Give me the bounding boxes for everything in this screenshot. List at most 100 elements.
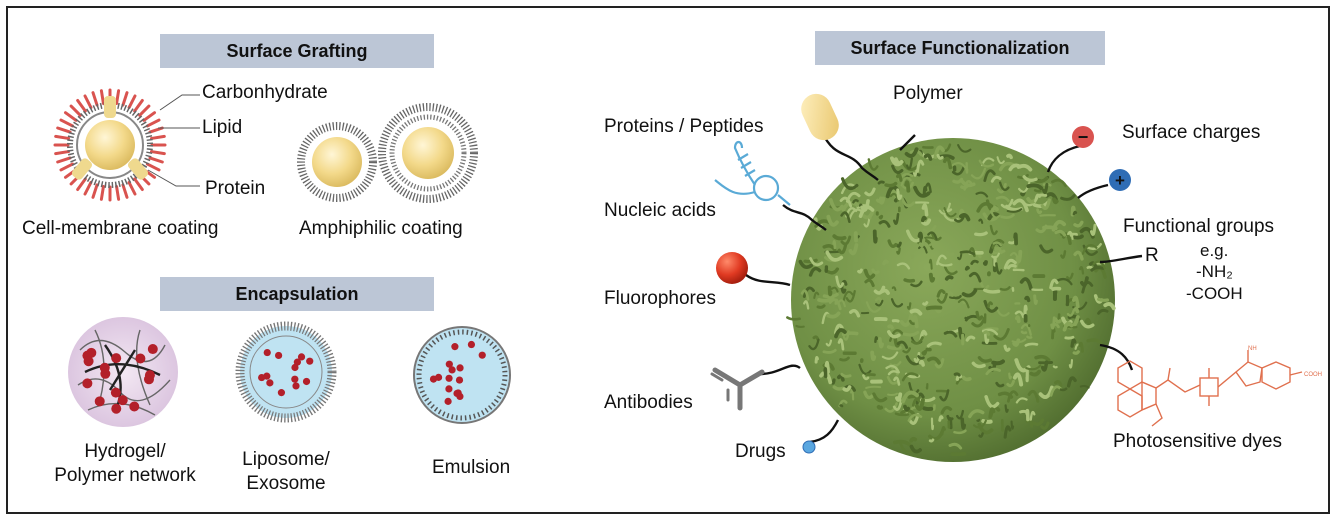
- membrane-spike: [59, 118, 75, 128]
- membrane-spike: [145, 118, 161, 128]
- polymer-strand: [832, 234, 847, 241]
- polymer-strand: [902, 347, 912, 354]
- polymer-strand: [1024, 342, 1039, 347]
- polymer-strand: [1053, 317, 1062, 324]
- polymer-strand: [1004, 404, 1009, 413]
- polymer-strand: [953, 429, 967, 435]
- polymer-strand: [1052, 197, 1059, 205]
- polymer-strand: [1003, 425, 1012, 439]
- polymer-strand: [976, 202, 994, 213]
- polymer-strand: [1008, 372, 1013, 380]
- membrane-spike: [133, 177, 144, 191]
- cargo-dot: [111, 353, 122, 364]
- polymer-strand: [872, 392, 888, 403]
- polymer-strand: [904, 180, 911, 193]
- polymer-strand: [1003, 344, 1011, 352]
- polymer-strand: [1066, 309, 1075, 317]
- polymer-strand: [925, 182, 932, 194]
- polymer-strand: [887, 239, 898, 248]
- polymer-strand: [922, 301, 929, 306]
- polymer-strand: [1034, 354, 1051, 362]
- polymer-strand: [837, 338, 845, 351]
- polymer-strand: [948, 442, 963, 450]
- cargo-dot: [143, 374, 154, 385]
- polymer-strand: [945, 291, 954, 300]
- polymer-strand: [916, 159, 925, 173]
- polymer-strand: [940, 426, 946, 436]
- polymer-strand: [995, 195, 1010, 203]
- polymer-strand: [994, 246, 1003, 255]
- membrane-spike: [76, 99, 87, 113]
- polymer-strand: [894, 157, 904, 166]
- polymer-strand: [1072, 234, 1084, 240]
- surface-functionalization-header: Surface Functionalization: [815, 31, 1105, 65]
- polymer-strand: [983, 299, 999, 313]
- polymer-strand: [918, 238, 926, 248]
- polymer-strand: [906, 302, 912, 310]
- polymer-strand: [961, 288, 978, 298]
- polymer-strand: [921, 349, 928, 356]
- polymer-strand: [834, 323, 844, 335]
- polymer-strand: [914, 398, 925, 411]
- cargo-dot: [111, 403, 122, 414]
- hydrogel-label: Hydrogel/ Polymer network: [30, 440, 220, 488]
- polymer-strand: [856, 235, 860, 239]
- cargo-dot: [306, 357, 314, 365]
- membrane-spike: [83, 180, 93, 196]
- membrane-spike: [121, 91, 129, 107]
- polymer-strand: [1052, 365, 1058, 369]
- membrane-spike: [127, 180, 137, 196]
- polymer-strand: [943, 207, 957, 218]
- polymer-strand: [903, 404, 911, 412]
- polymer-strand: [825, 250, 844, 262]
- polymer-strand: [995, 262, 1003, 275]
- polymer-strand: [884, 402, 898, 413]
- polymer-strand: [964, 265, 970, 271]
- polymer-strand: [907, 413, 923, 422]
- nh2-label: -NH₂: [1196, 262, 1233, 281]
- membrane-spike: [148, 126, 164, 134]
- polymer-strand: [917, 231, 924, 244]
- polymer-strand: [991, 238, 1005, 249]
- polymer-strand: [922, 406, 934, 412]
- polymer-strand: [1080, 319, 1095, 329]
- polymer-strand: [860, 199, 870, 212]
- polymer-strand: [990, 175, 1002, 183]
- polymer-strand: [911, 314, 919, 329]
- polymer-strand: [1008, 163, 1023, 172]
- cargo-dot: [263, 372, 271, 380]
- polymer-strand: [839, 404, 844, 408]
- polymer-strand: [863, 390, 874, 400]
- polymer-strand: [1092, 260, 1106, 270]
- polymer-strand: [1026, 196, 1037, 204]
- cell-core: [85, 120, 135, 170]
- polymer-strand: [830, 378, 836, 385]
- polymer-strand: [852, 199, 859, 204]
- polymer-strand: [1084, 318, 1092, 327]
- membrane-spike: [121, 183, 129, 199]
- polymer-strand: [1027, 389, 1040, 403]
- polymer-strand: [878, 337, 884, 349]
- polymer-strand: [895, 241, 902, 248]
- protein-label: Protein: [205, 178, 266, 199]
- polymer-strand: [1011, 338, 1027, 344]
- polymer-strand: [828, 198, 844, 212]
- polymer-strand: [977, 356, 993, 363]
- polymer-strand: [878, 214, 884, 220]
- polymer-strand: [826, 311, 841, 319]
- polymer-strand: [1024, 295, 1031, 303]
- cargo-dot: [444, 397, 452, 405]
- membrane-spike: [115, 184, 121, 201]
- polymer-strand: [910, 280, 923, 288]
- cargo-dot: [451, 343, 459, 351]
- polymer-strand: [925, 383, 929, 390]
- polymer-strand: [876, 405, 884, 410]
- liposome-particle: [235, 321, 337, 423]
- polymer-strand: [813, 291, 820, 299]
- polymer-strand: [982, 260, 988, 266]
- functional-groups-label: Functional groups: [1123, 216, 1275, 237]
- polymer-strand: [1038, 385, 1054, 399]
- polymer-strand: [1031, 418, 1045, 427]
- polymer-strand: [803, 300, 810, 310]
- polymer-strand: [896, 188, 903, 201]
